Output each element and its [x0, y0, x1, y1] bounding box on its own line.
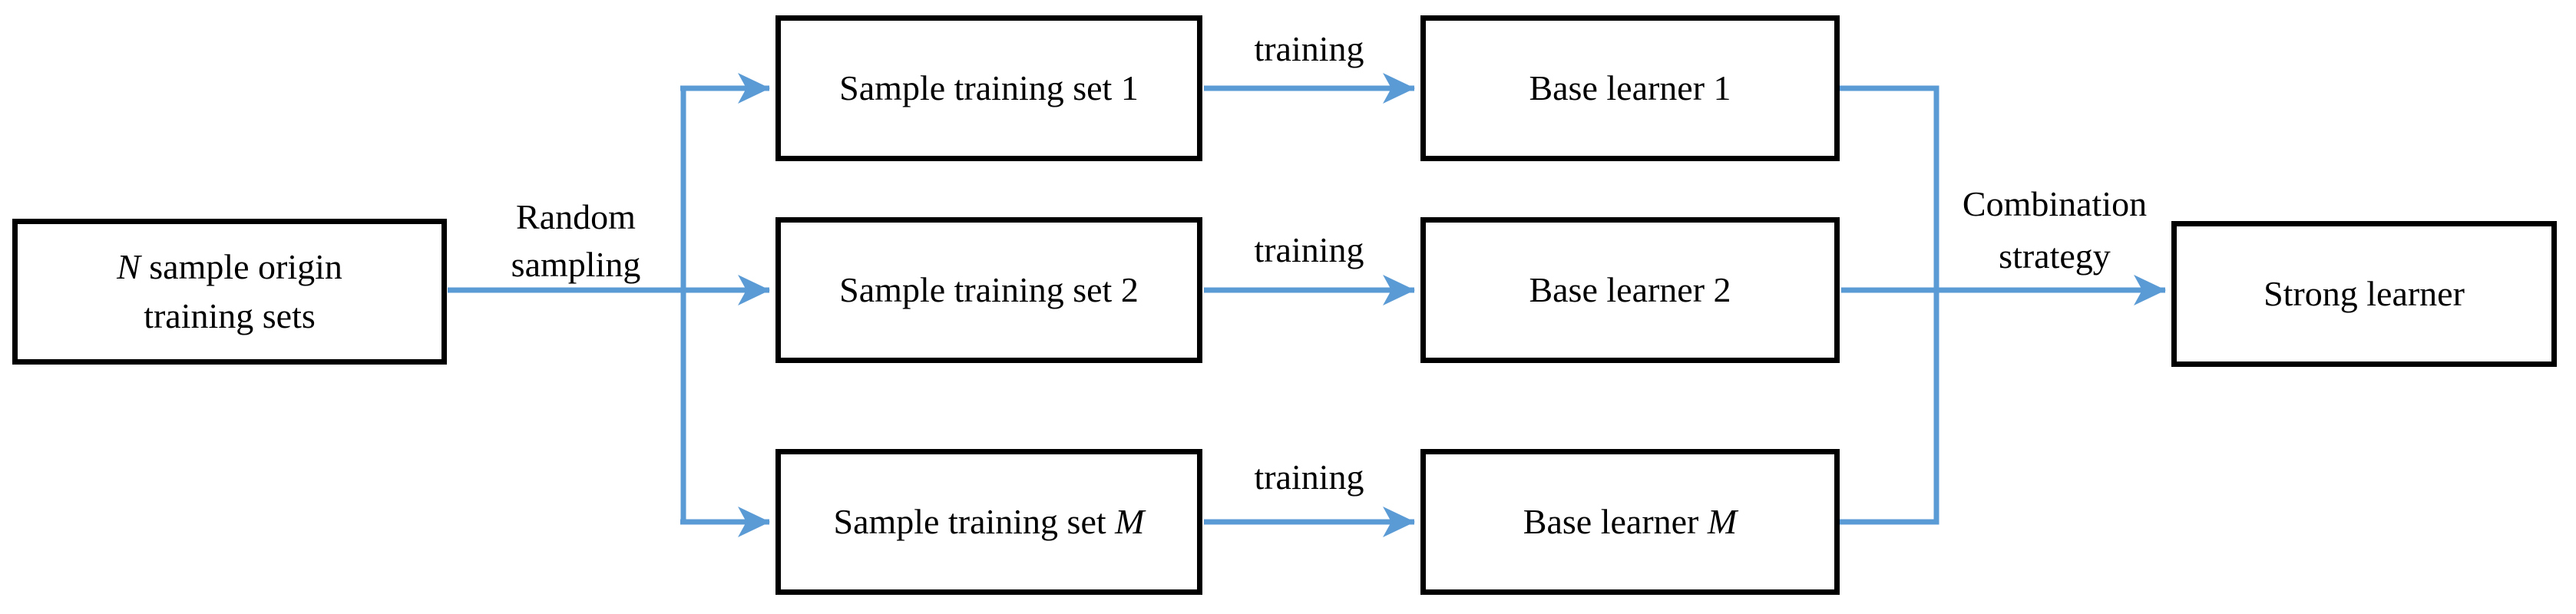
node-sample-training-set-1: Sample training set 1 — [775, 15, 1202, 161]
baseM-var-m: M — [1707, 502, 1738, 541]
merge-line-combination — [1838, 85, 1939, 525]
sample2-label: Sample training set 2 — [839, 270, 1139, 309]
node-sample-training-set-2: Sample training set 2 — [775, 217, 1202, 363]
edge-label-random-sampling: Random sampling — [511, 197, 641, 284]
sample1-label: Sample training set 1 — [839, 68, 1139, 107]
node-base-learner-m: Base learner M — [1420, 449, 1840, 595]
base1-label: Base learner 1 — [1529, 68, 1731, 107]
baseM-label: Base learner M — [1523, 502, 1738, 541]
node-base-learner-2: Base learner 2 — [1420, 217, 1840, 363]
node-sample-training-set-m: Sample training set M — [775, 449, 1202, 595]
node-strong-learner: Strong learner — [2171, 221, 2557, 367]
edge-label-training-3: training — [1254, 457, 1364, 497]
node-origin-training-sets: N sample origin training sets — [12, 219, 447, 365]
origin-var-n: N — [117, 247, 141, 286]
node-base-learner-1: Base learner 1 — [1420, 15, 1840, 161]
sampleM-label: Sample training set M — [833, 502, 1145, 541]
edge-label-combination-strategy: Combination strategy — [1962, 184, 2148, 276]
edge-label-training-1: training — [1254, 29, 1364, 68]
base2-label: Base learner 2 — [1529, 270, 1731, 309]
strong-label: Strong learner — [2264, 274, 2465, 313]
edge-label-training-2: training — [1254, 230, 1364, 269]
sampleM-var-m: M — [1115, 502, 1145, 541]
node-origin-label: N sample origin training sets — [117, 247, 342, 335]
